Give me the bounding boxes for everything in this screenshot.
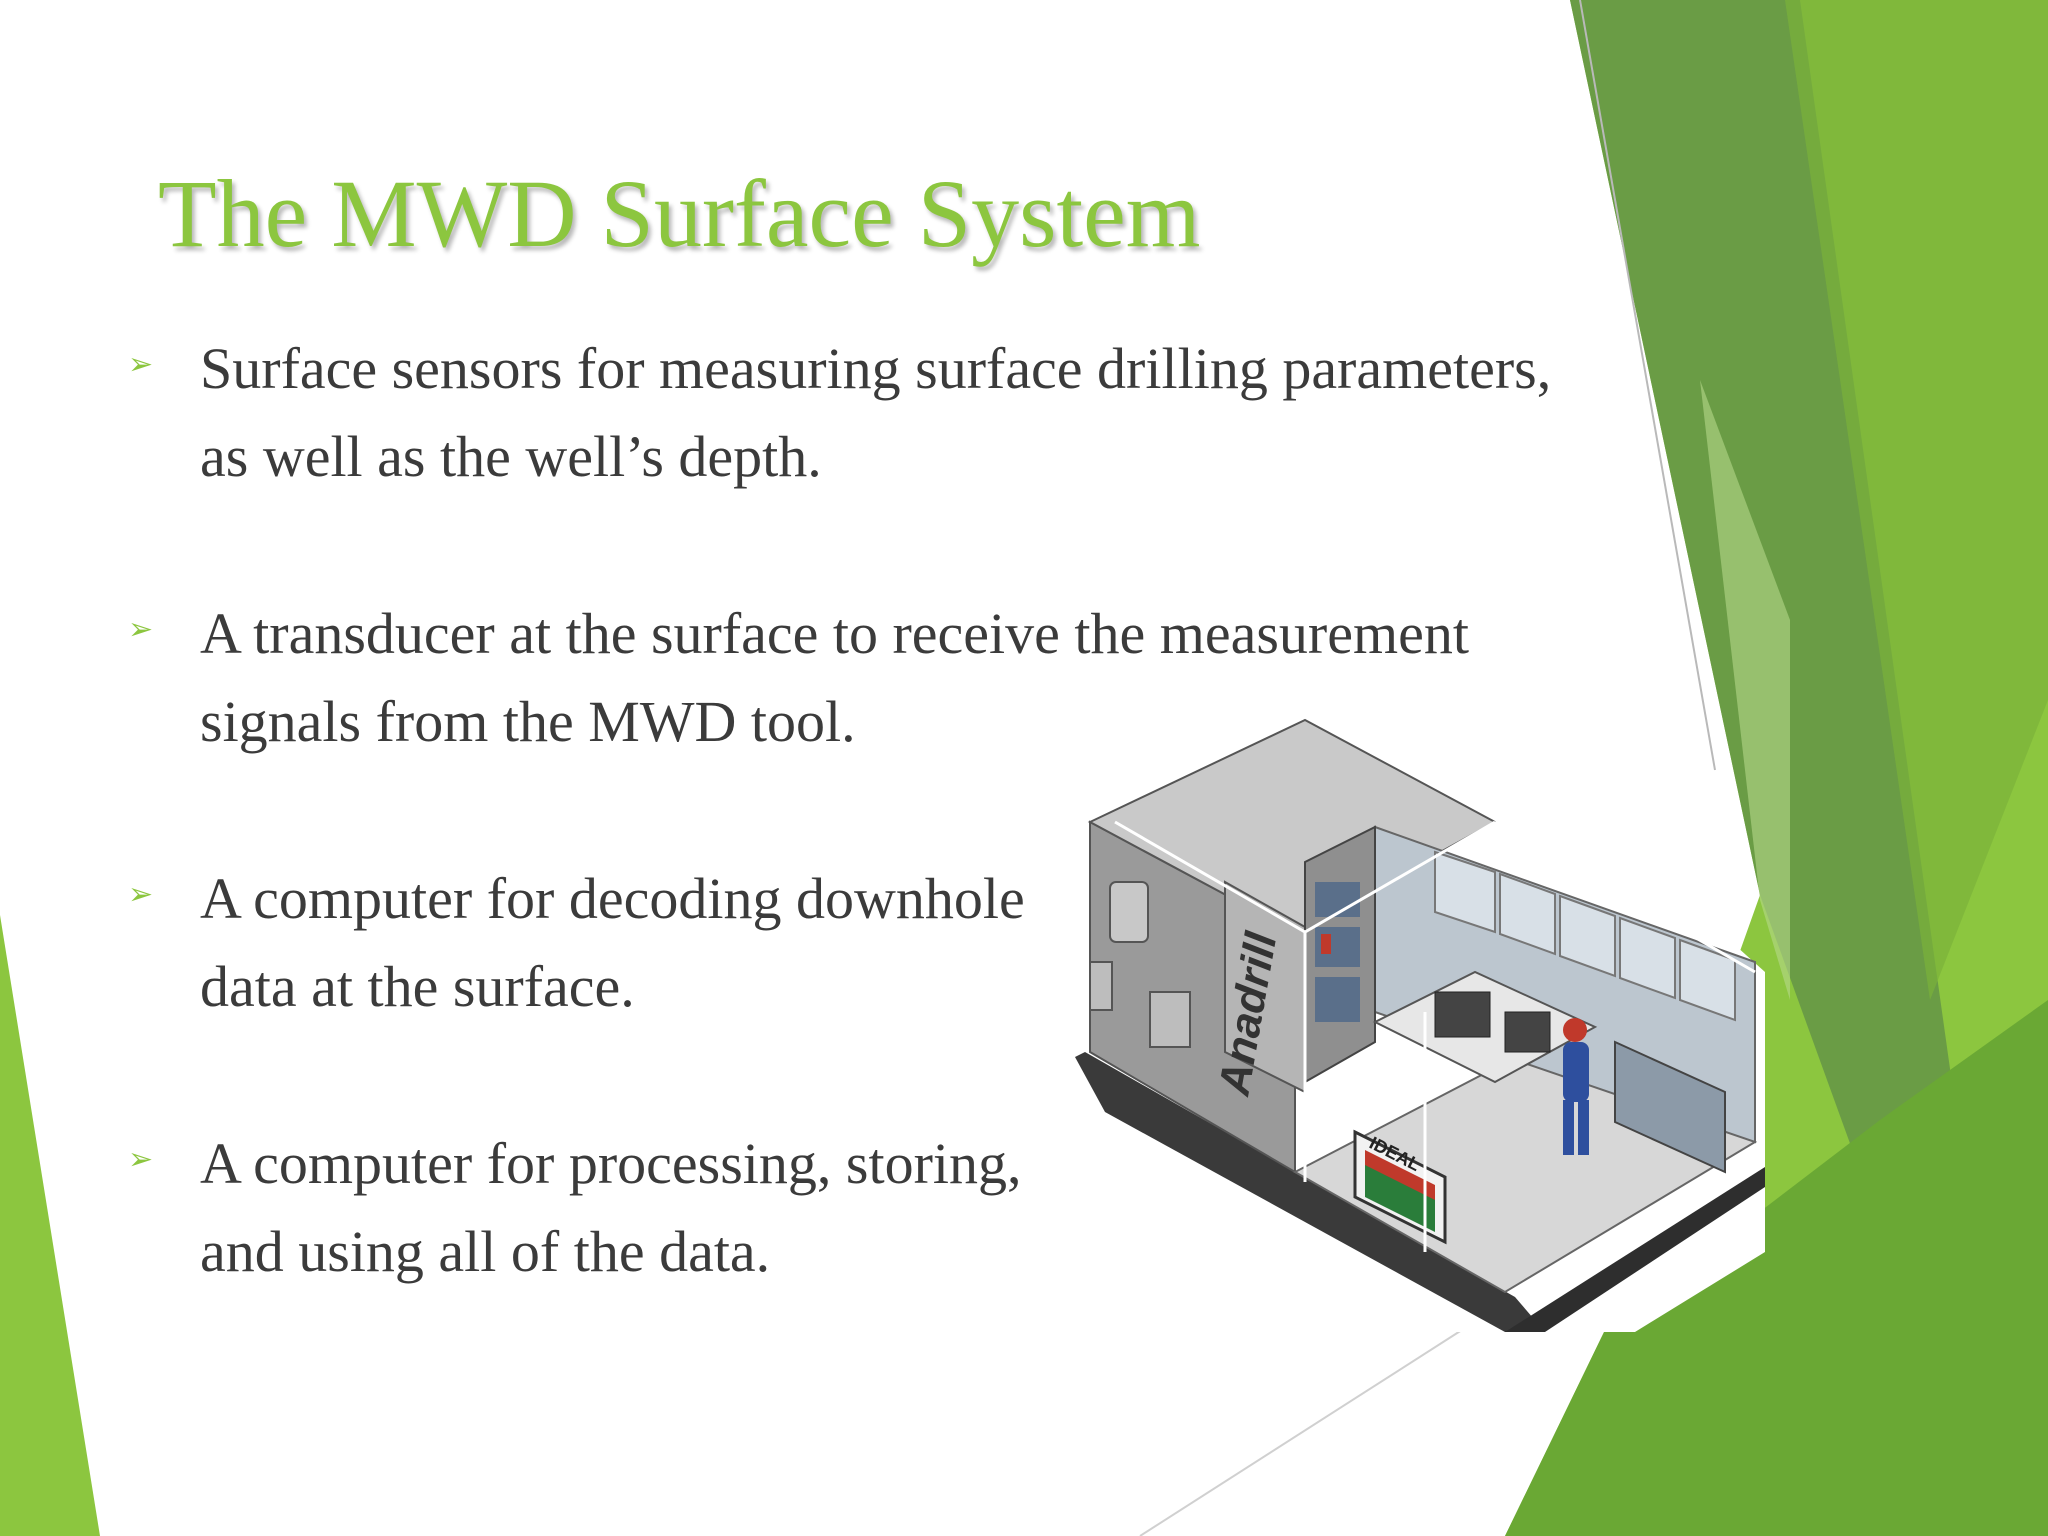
bullet-text: A computer for decoding downhole data at…: [200, 855, 1700, 1031]
bottom-right-green: [1505, 1000, 2048, 1536]
frame-outline: [1114, 820, 1756, 1252]
right-mid-green-band: [1785, 0, 2048, 1000]
bullet-line: A transducer at the surface to receive t…: [200, 601, 1469, 666]
arrow-bullet-icon: ➢: [128, 1142, 154, 1177]
left-green-triangle: [0, 915, 100, 1536]
operator-leg: [1563, 1100, 1574, 1155]
decor-line: [1139, 1327, 1466, 1536]
operator-body: [1563, 1042, 1589, 1102]
bullet-line: A computer for decoding downhole: [200, 866, 1025, 931]
monitor: [1434, 991, 1491, 1038]
monitor: [1504, 1011, 1551, 1053]
sign-graphic: [1365, 1150, 1435, 1200]
wall-box: [1089, 961, 1113, 1011]
bullet-text: A computer for processing, storing, and …: [200, 1120, 1700, 1296]
unit-skid: [1075, 1052, 1545, 1332]
bullet-line: data at the surface.: [200, 954, 635, 1019]
rack-panels: [1315, 882, 1360, 1022]
rack-indicator: [1321, 934, 1331, 954]
arrow-bullet-icon: ➢: [128, 347, 154, 382]
mwd-unit-illustration: IDEAL Anadrill: [1075, 712, 1765, 1332]
bullet-line: as well as the well’s depth.: [200, 424, 822, 489]
bullet-line: A computer for processing, storing,: [200, 1131, 1022, 1196]
bullet-text: Surface sensors for measuring surface dr…: [200, 325, 1700, 501]
arrow-bullet-icon: ➢: [128, 877, 154, 912]
bullet-line: and using all of the data.: [200, 1219, 771, 1284]
unit-skid-side: [1505, 1167, 1765, 1332]
light-green-facet: [1700, 380, 1790, 1000]
sign-graphic: [1365, 1162, 1435, 1232]
overhead-cabinets: [1434, 850, 1736, 1022]
slide-title: The MWD Surface System: [158, 160, 1201, 267]
decor-line: [1579, 0, 1716, 771]
wall-control-panel: [1109, 881, 1149, 943]
bullet-text: A transducer at the surface to receive t…: [200, 590, 1700, 766]
wall-box: [1149, 991, 1191, 1048]
operator-leg: [1578, 1100, 1589, 1155]
bullet-line: Surface sensors for measuring surface dr…: [200, 336, 1552, 401]
bullet-line: signals from the MWD tool.: [200, 689, 856, 754]
operator-head: [1563, 1018, 1587, 1042]
side-console: [1614, 1040, 1726, 1174]
arrow-bullet-icon: ➢: [128, 612, 154, 647]
